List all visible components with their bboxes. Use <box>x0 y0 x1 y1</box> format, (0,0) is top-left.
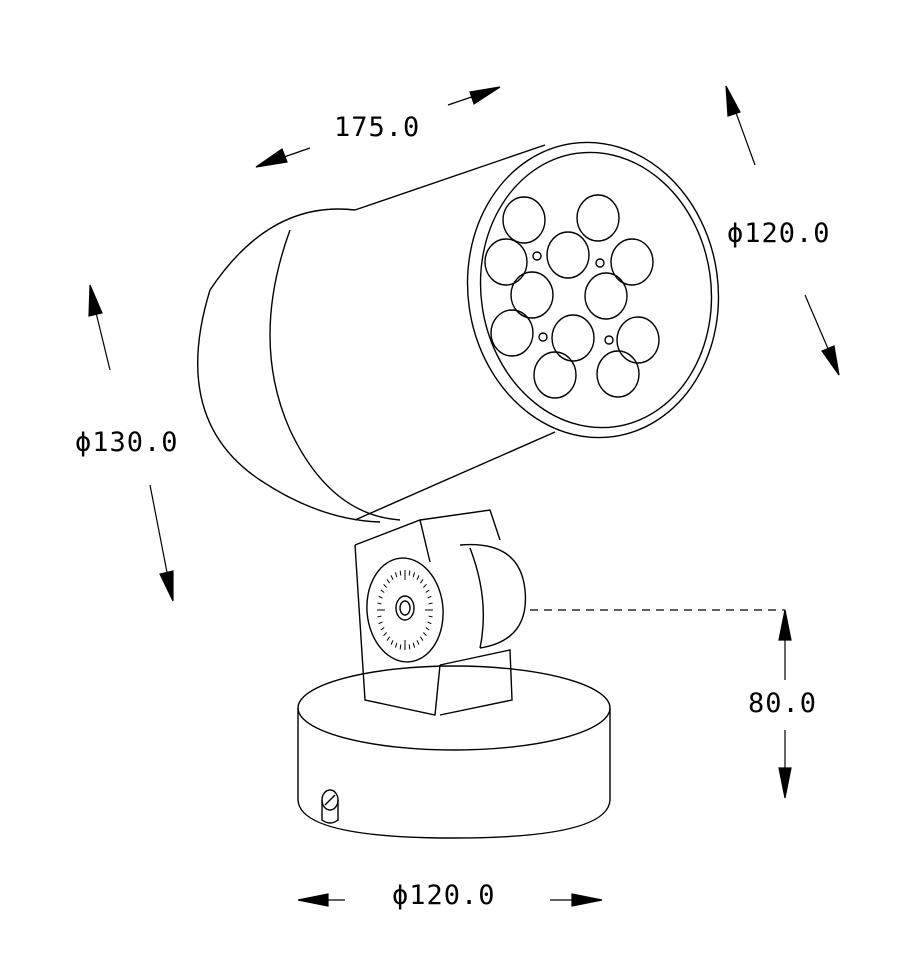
led-lens <box>616 316 660 364</box>
led-lens <box>576 194 620 242</box>
dimension-length: 175.0 <box>334 112 421 143</box>
dial-tick <box>412 572 416 578</box>
dimension-pivot-height: 80.0 <box>748 688 818 719</box>
dial-tick <box>423 583 427 588</box>
dial-tick <box>383 583 387 588</box>
dial-tick <box>394 642 398 648</box>
dial-tick <box>383 632 387 637</box>
dial-tick <box>408 570 411 576</box>
screw-icon <box>595 258 605 268</box>
dial-tick <box>408 644 411 650</box>
dial-tick <box>386 579 390 584</box>
led-lens <box>546 231 590 279</box>
dial-tick <box>390 640 394 645</box>
led-lens <box>502 196 546 244</box>
dial-tick <box>425 627 430 631</box>
bracket <box>354 509 527 716</box>
dial-tick <box>416 575 420 580</box>
led-lens <box>551 314 595 362</box>
dial-tick <box>399 570 402 576</box>
dial-tick <box>377 615 382 618</box>
led-lens <box>596 350 640 398</box>
dial-tick <box>378 595 383 599</box>
angle-dial <box>366 557 444 663</box>
dimension-base-diameter: ϕ120.0 <box>392 880 496 911</box>
screw-icon <box>321 789 339 824</box>
dial-tick <box>423 632 427 637</box>
led-lens <box>484 238 528 286</box>
dial-tick <box>420 579 424 584</box>
base <box>297 665 611 839</box>
dial-tick <box>428 615 433 618</box>
led-lens <box>510 271 554 319</box>
led-lens <box>610 238 654 286</box>
dial-tick <box>380 589 385 593</box>
dimension-body-diameter: ϕ130.0 <box>75 427 179 458</box>
dimension-lines <box>88 85 840 907</box>
dial-tick <box>412 642 416 648</box>
dial-tick <box>416 640 420 645</box>
lamp-body <box>196 141 720 523</box>
screw-icon <box>532 251 542 261</box>
dial-tick <box>394 572 398 578</box>
dial-tick <box>378 621 383 625</box>
dial-tick <box>399 644 402 650</box>
dial-tick <box>428 602 433 605</box>
dial-tick <box>427 621 432 625</box>
dimension-front-diameter: ϕ120.0 <box>727 218 831 249</box>
led-array <box>484 194 660 399</box>
dial-tick <box>425 589 430 593</box>
dial-tick <box>380 627 385 631</box>
dial-tick <box>390 575 394 580</box>
screw-icon <box>538 332 548 342</box>
dial-tick <box>377 602 382 605</box>
led-lens <box>490 309 534 357</box>
led-lens <box>584 272 628 320</box>
screw-icon <box>604 335 614 345</box>
dial-tick <box>386 636 390 641</box>
dial-tick <box>427 595 432 599</box>
led-lens <box>533 351 577 399</box>
dial-tick <box>420 636 424 641</box>
